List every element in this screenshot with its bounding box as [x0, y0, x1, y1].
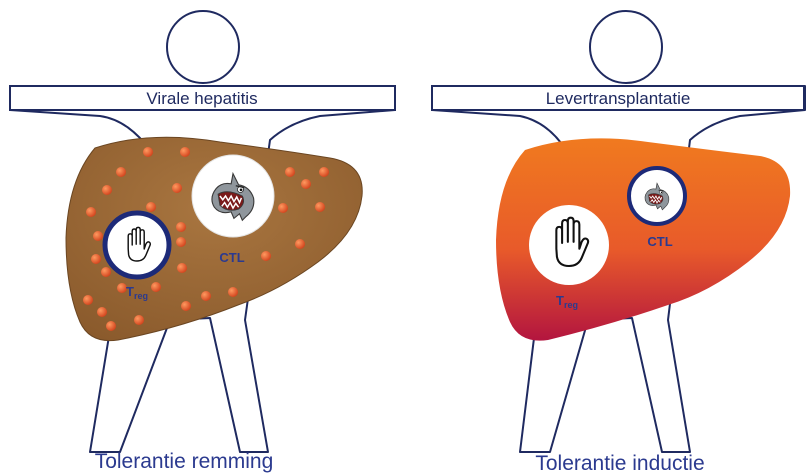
infected-cell-dot: [177, 263, 187, 273]
infected-cell-dot: [261, 251, 271, 261]
infected-cell-dot: [181, 301, 191, 311]
infected-cell-dot: [143, 147, 153, 157]
infected-cell-dot: [134, 315, 144, 325]
caption: Tolerantie inductie: [535, 452, 704, 475]
infected-cell-dot: [228, 287, 238, 297]
banner-label: Levertransplantatie: [546, 89, 691, 108]
infected-cell-dot: [172, 183, 182, 193]
infected-cell-dot: [295, 239, 305, 249]
caption: Tolerantie remming: [95, 450, 274, 473]
ctl-label: CTL: [219, 250, 244, 265]
infected-cell-dot: [285, 167, 295, 177]
infected-cell-dot: [101, 267, 111, 277]
infected-cell-dot: [151, 282, 161, 292]
infected-cell-dot: [102, 185, 112, 195]
infected-cell-dot: [278, 203, 288, 213]
infected-cell-dot: [91, 254, 101, 264]
infected-cell-dot: [106, 321, 116, 331]
figure-head: [167, 11, 239, 83]
infected-cell-dot: [201, 291, 211, 301]
figure-head: [590, 11, 662, 83]
infected-cell-dot: [93, 231, 103, 241]
infected-cell-dot: [83, 295, 93, 305]
infected-cell-dot: [301, 179, 311, 189]
infected-cell-dot: [176, 237, 186, 247]
infected-cell-dot: [315, 202, 325, 212]
infected-cell-dot: [97, 307, 107, 317]
infected-cell-dot: [180, 147, 190, 157]
panel-left: Virale hepatitis CTL Treg Tolerantie rem…: [10, 11, 395, 473]
infected-cell-dot: [176, 222, 186, 232]
infected-cell-dot: [319, 167, 329, 177]
infected-cell-dot: [116, 167, 126, 177]
panel-right: Levertransplantatie CTL Treg Tolerantie …: [432, 11, 805, 475]
infected-cell-dot: [146, 202, 156, 212]
infected-cell-dot: [86, 207, 96, 217]
banner-label: Virale hepatitis: [146, 89, 257, 108]
ctl-label: CTL: [647, 234, 672, 249]
